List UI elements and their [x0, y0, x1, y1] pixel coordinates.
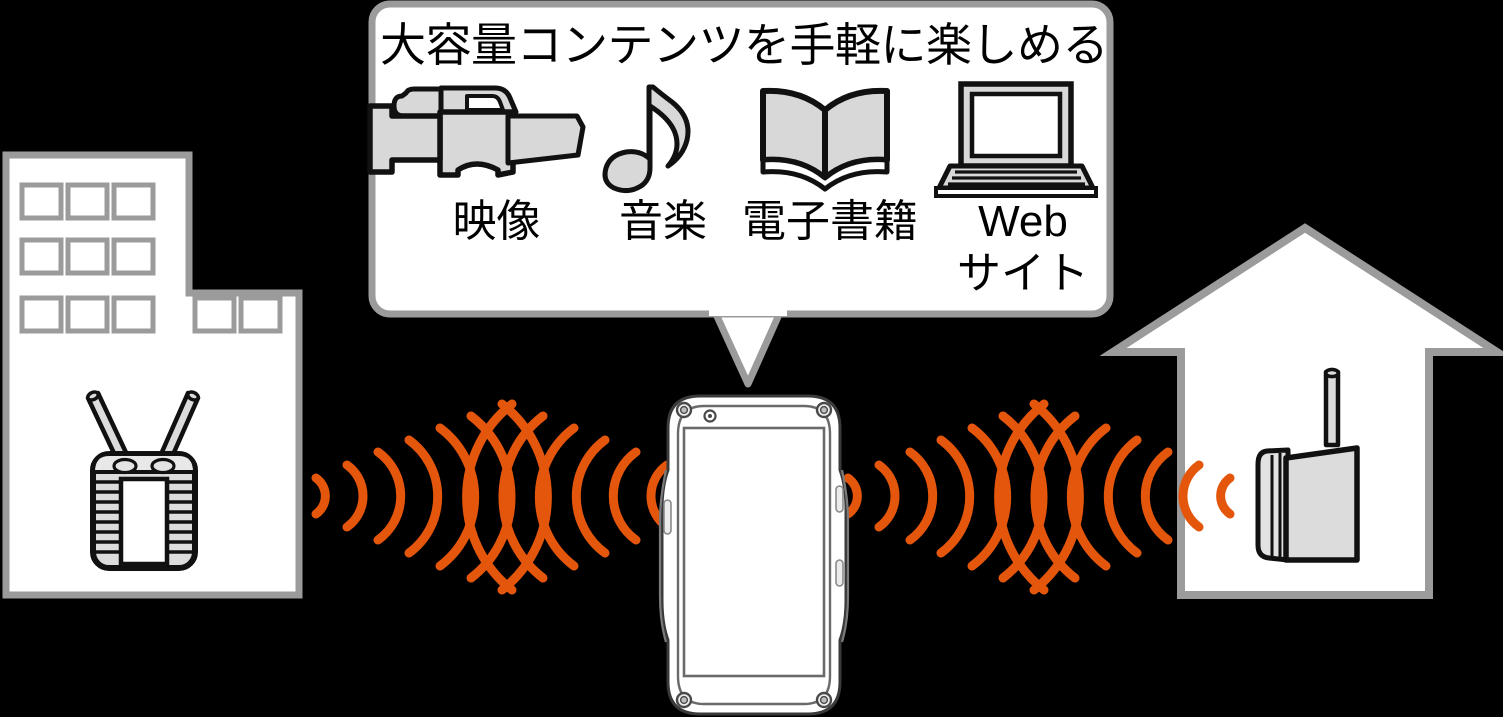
router-antenna-tip-left: [86, 390, 100, 402]
signal-arc: [1140, 447, 1173, 545]
callout-balloon: [367, 0, 1114, 388]
building-window: [65, 295, 110, 334]
signal-arc: [311, 473, 330, 519]
phone-screw-inner: [679, 695, 689, 705]
signal-arc: [497, 399, 552, 595]
signal-arc: [462, 399, 517, 595]
video-camera-icon: [367, 85, 586, 178]
signal-arc: [1066, 423, 1111, 571]
rugged-smartphone: [658, 394, 850, 716]
house-shape: [1099, 223, 1503, 599]
ap-antenna-tip: [1324, 367, 1341, 379]
wireless-router-icon: [85, 390, 201, 571]
music-note-shape: [602, 84, 691, 194]
camcorder-hood-window: [465, 94, 505, 112]
phone-screw-inner: [679, 405, 689, 415]
phone-grip-left: [658, 469, 668, 643]
router-led: [150, 457, 176, 475]
laptop-front-lip: [934, 186, 1098, 198]
right-house-group: [1099, 223, 1503, 599]
book-bottom-edge: [760, 157, 890, 192]
signal-arc: [1216, 473, 1235, 519]
building-window: [19, 182, 64, 221]
building-window: [192, 295, 237, 334]
signal-arc: [843, 473, 862, 519]
signal-waves-left-inbound: [462, 399, 703, 595]
building-window: [111, 182, 156, 221]
camcorder-lens: [367, 103, 443, 175]
phone-side-button[interactable]: [663, 499, 672, 535]
phone-side-button[interactable]: [835, 559, 844, 587]
building-window: [65, 182, 110, 221]
signal-arc: [498, 411, 548, 583]
signal-arc: [435, 423, 480, 571]
router-antenna-tip-right: [186, 390, 200, 402]
phone-grip-right: [840, 469, 850, 643]
music-note-icon: [602, 84, 691, 194]
phone-screen[interactable]: [682, 426, 826, 678]
phone-side-button[interactable]: [835, 485, 844, 513]
wireless-access-point-icon: [1255, 367, 1360, 563]
router-top-plate: [90, 452, 198, 474]
building-window: [111, 295, 156, 334]
signal-arc: [571, 435, 610, 558]
signal-arc: [936, 435, 975, 558]
signal-arc: [994, 399, 1049, 595]
laptop-icon: [934, 81, 1098, 198]
callout-tail-seam-mask: [709, 300, 787, 316]
signal-waves-left-outbound: [311, 399, 552, 595]
left-building-group: [2, 151, 303, 599]
signal-waves-right-outbound: [843, 399, 1084, 595]
signal-arc: [1178, 460, 1204, 532]
signal-arc: [1030, 411, 1080, 583]
building-window: [19, 237, 64, 276]
building-window: [65, 237, 110, 276]
signal-waves-right-inbound: [994, 399, 1235, 595]
signal-arc: [373, 447, 406, 545]
router-led: [112, 457, 138, 475]
router-front-panel: [118, 476, 170, 567]
phone-screw-inner: [819, 405, 829, 415]
signal-arc: [608, 447, 641, 545]
laptop-screen: [969, 91, 1063, 159]
ap-front-face: [1283, 445, 1360, 563]
signal-arc: [342, 460, 368, 532]
building-window: [238, 295, 283, 334]
phone-screw-inner: [819, 695, 829, 705]
signal-arc: [967, 423, 1012, 571]
camcorder-body: [437, 109, 516, 178]
signal-arc: [1103, 435, 1142, 558]
signal-arc: [534, 423, 579, 571]
building-window: [111, 237, 156, 276]
signal-arc: [1029, 399, 1084, 595]
open-book-icon: [760, 87, 890, 192]
signal-arc: [905, 447, 938, 545]
camcorder-rear-wedge: [505, 113, 586, 166]
ap-antenna: [1323, 369, 1341, 448]
signal-arc: [404, 435, 443, 558]
signal-arc: [874, 460, 900, 532]
building-window: [19, 295, 64, 334]
phone-camera-dot-inner: [708, 414, 712, 418]
